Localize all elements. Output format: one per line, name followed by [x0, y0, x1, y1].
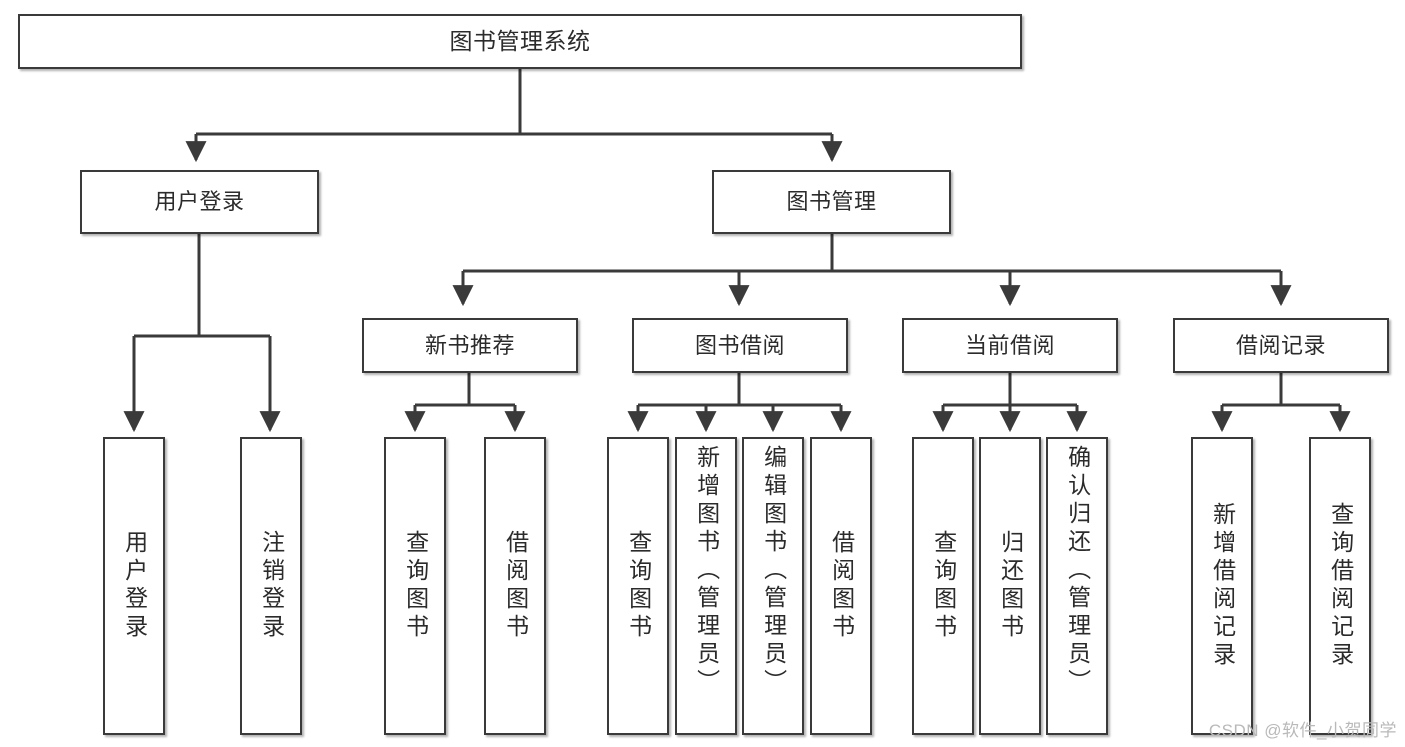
leaf-logout-login[interactable]: 注销登录	[240, 437, 302, 735]
leaf-user-login[interactable]: 用户登录	[103, 437, 165, 735]
node-borrow-record[interactable]: 借阅记录	[1173, 318, 1389, 373]
leaf-query-book-recommend[interactable]: 查询图书	[384, 437, 446, 735]
node-label: 查询图书	[625, 530, 652, 642]
node-label: 图书借阅	[694, 332, 785, 358]
leaf-borrow-book-recommend[interactable]: 借阅图书	[484, 437, 546, 735]
node-label: 注销登录	[258, 530, 285, 642]
leaf-edit-book-admin[interactable]: 编辑图书（管理员）	[742, 437, 804, 735]
leaf-confirm-return-admin[interactable]: 确认归还（管理员）	[1046, 437, 1108, 735]
node-label: 新书推荐	[424, 332, 515, 358]
node-book-management[interactable]: 图书管理	[712, 170, 951, 234]
leaf-add-book-admin[interactable]: 新增图书（管理员）	[675, 437, 737, 735]
node-label: 借阅图书	[502, 530, 529, 642]
node-label: 查询图书	[402, 530, 429, 642]
node-label: 用户登录	[154, 189, 245, 215]
node-label: 查询借阅记录	[1327, 502, 1354, 670]
node-label: 编辑图书（管理员）	[760, 445, 787, 697]
node-label: 确认归还（管理员）	[1064, 445, 1091, 697]
leaf-query-borrow-record[interactable]: 查询借阅记录	[1309, 437, 1371, 735]
node-label: 用户登录	[121, 530, 148, 642]
node-label: 查询图书	[930, 530, 957, 642]
leaf-return-book[interactable]: 归还图书	[979, 437, 1041, 735]
node-label: 借阅记录	[1235, 332, 1326, 358]
leaf-query-book-borrow[interactable]: 查询图书	[607, 437, 669, 735]
node-label: 借阅图书	[828, 530, 855, 642]
node-label: 当前借阅	[964, 332, 1055, 358]
leaf-add-borrow-record[interactable]: 新增借阅记录	[1191, 437, 1253, 735]
node-new-book-recommend[interactable]: 新书推荐	[362, 318, 578, 373]
node-user-login[interactable]: 用户登录	[80, 170, 319, 234]
node-label: 归还图书	[997, 530, 1024, 642]
leaf-query-book-current[interactable]: 查询图书	[912, 437, 974, 735]
node-label: 新增借阅记录	[1209, 502, 1236, 670]
node-label: 新增图书（管理员）	[693, 445, 720, 697]
watermark-text: CSDN @软件_小贺同学	[1208, 721, 1397, 740]
node-root-book-management-system[interactable]: 图书管理系统	[18, 14, 1022, 69]
node-label: 图书管理	[786, 189, 877, 215]
leaf-borrow-book[interactable]: 借阅图书	[810, 437, 872, 735]
node-book-borrow[interactable]: 图书借阅	[632, 318, 848, 373]
node-label: 图书管理系统	[449, 27, 591, 54]
node-current-borrow[interactable]: 当前借阅	[902, 318, 1118, 373]
